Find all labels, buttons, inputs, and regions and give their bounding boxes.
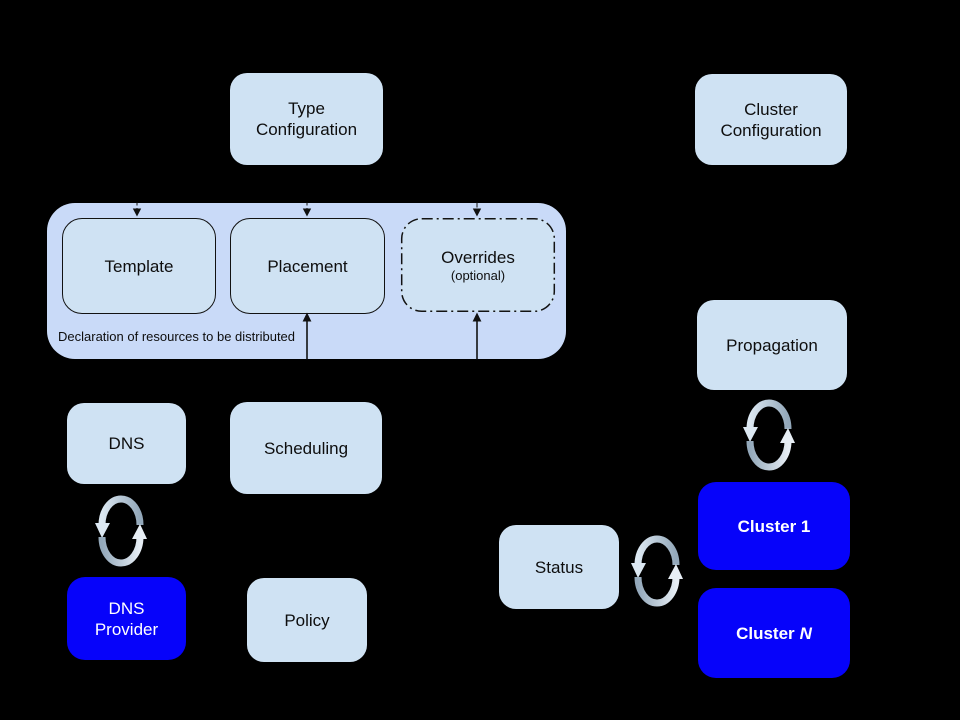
node-label: Overrides — [441, 247, 515, 267]
node-label: Provider — [94, 619, 159, 639]
sync-icon — [743, 403, 795, 467]
cluster-configuration-node: Cluster Configuration — [695, 74, 847, 165]
node-label: Configuration — [720, 120, 822, 140]
node-label: Cluster — [744, 99, 798, 119]
node-label: Propagation — [726, 335, 818, 355]
type-configuration-node: Type Configuration — [230, 73, 383, 165]
scheduling-node: Scheduling — [230, 402, 382, 494]
sync-icon — [95, 499, 147, 563]
template-node: Template — [62, 218, 216, 314]
policy-node: Policy — [247, 578, 367, 662]
node-label: Policy — [284, 610, 330, 630]
sync-icon — [631, 539, 683, 603]
node-label: Placement — [267, 256, 348, 276]
node-label: Configuration — [255, 120, 358, 139]
node-label: Status — [534, 557, 584, 577]
cluster-1-node: Cluster 1 — [698, 482, 850, 570]
node-label: Cluster N — [736, 623, 812, 643]
cluster-n-node: Cluster N — [698, 588, 850, 678]
node-sublabel: (optional) — [450, 267, 506, 283]
node-label: Type — [288, 99, 325, 118]
node-label: DNS — [108, 434, 145, 453]
node-label: DNS — [108, 598, 145, 618]
overrides-node: Overrides (optional) — [401, 218, 555, 312]
node-label: Template — [104, 256, 174, 276]
node-label: Cluster 1 — [737, 516, 811, 536]
resource-declaration-caption: Declaration of resources to be distribut… — [58, 329, 296, 344]
status-node: Status — [499, 525, 619, 609]
dns-node: DNS — [67, 403, 186, 484]
propagation-node: Propagation — [697, 300, 847, 390]
node-label: Scheduling — [263, 438, 349, 458]
placement-node: Placement — [230, 218, 385, 314]
dns-provider-node: DNS Provider — [67, 577, 186, 660]
